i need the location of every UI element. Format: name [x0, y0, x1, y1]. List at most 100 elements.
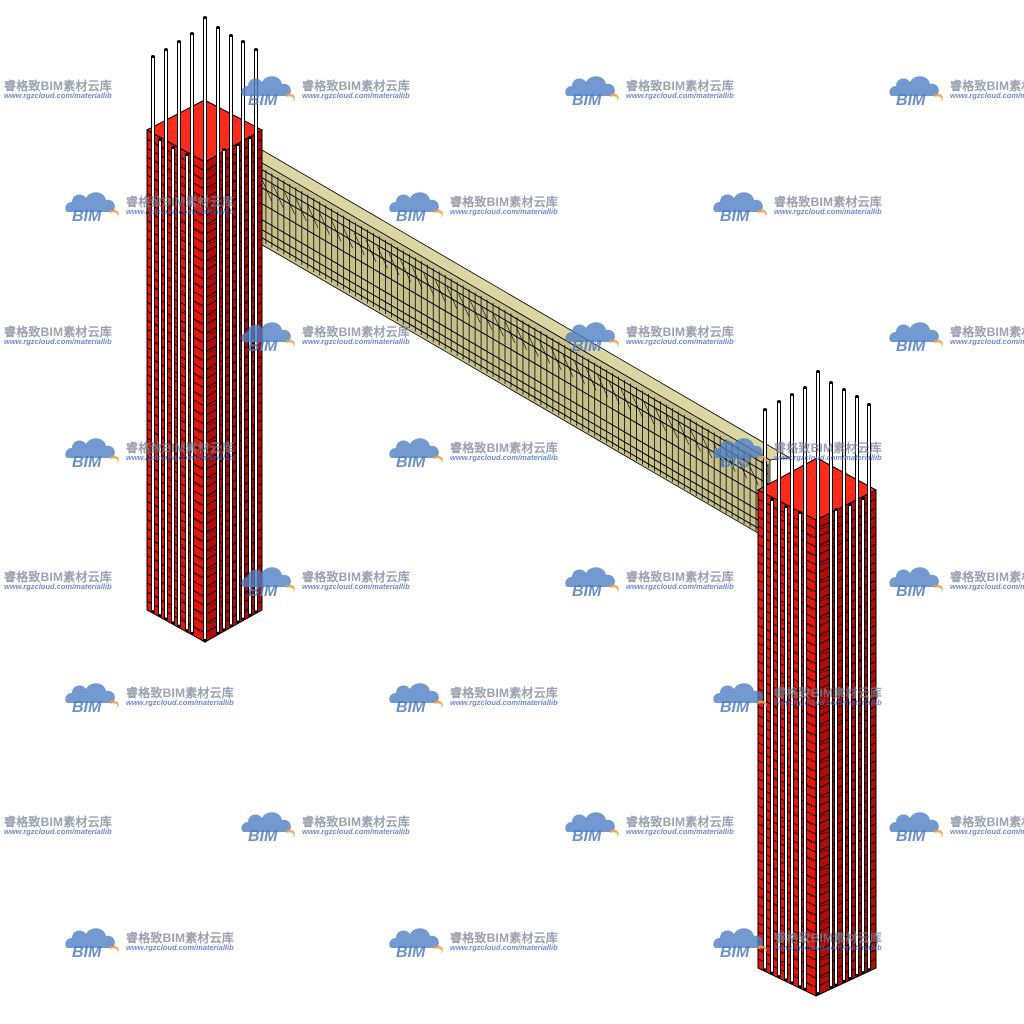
- left-column: [145, 16, 264, 643]
- beam-tie: [516, 327, 527, 350]
- beam-tie: [388, 253, 400, 276]
- left-column-stirrup: [146, 509, 206, 543]
- beam-tie: [330, 219, 342, 242]
- left-column-stirrup: [204, 365, 263, 398]
- left-column-stirrup: [146, 346, 206, 380]
- beam-tie: [411, 266, 423, 289]
- left-column-stirrup: [204, 265, 263, 299]
- left-column-stirrup: [146, 138, 206, 172]
- left-column-stirrups: [146, 138, 263, 634]
- left-column-stirrup: [204, 138, 263, 172]
- left-column-stirrup: [146, 229, 206, 263]
- left-column-stirrup: [146, 519, 206, 552]
- left-column-stirrup: [146, 193, 206, 226]
- left-column-stirrup: [146, 582, 206, 616]
- left-column-stirrup: [146, 473, 206, 507]
- left-column-stirrup: [146, 573, 206, 607]
- left-column-stirrup: [204, 555, 263, 589]
- left-column-stirrup: [146, 537, 206, 570]
- beam-tie: [284, 192, 296, 215]
- left-column-stirrup: [146, 464, 206, 498]
- left-column-stirrup: [146, 419, 206, 453]
- left-column-stirrup: [146, 383, 206, 416]
- left-column-stirrup: [204, 500, 263, 534]
- beam-longitudinal-bar: [241, 207, 769, 517]
- left-column-stirrup: [204, 473, 263, 507]
- beam-longitudinal-bar: [241, 175, 769, 485]
- left-column-stirrup: [204, 165, 263, 199]
- left-column-stirrup: [146, 165, 206, 199]
- left-column-stirrup: [146, 247, 206, 281]
- left-column-stirrup: [204, 455, 263, 489]
- left-column-stirrup: [204, 274, 263, 308]
- left-column-stirrup: [146, 555, 206, 589]
- beam-tie: [655, 408, 666, 432]
- left-column-stirrup: [204, 437, 263, 471]
- beam-tie: [504, 320, 516, 344]
- beam-tie: [272, 185, 284, 208]
- beam-tie: [562, 354, 574, 377]
- left-column-stirrup: [204, 528, 263, 561]
- left-column-stirrup: [146, 211, 206, 244]
- left-column-stirrup: [204, 591, 263, 625]
- left-column-stirrup: [146, 319, 206, 353]
- left-column-stirrup: [146, 455, 206, 489]
- beam-tie: [481, 307, 493, 330]
- beam-tie: [678, 422, 690, 445]
- left-column-stirrup: [146, 156, 206, 190]
- left-column-stirrup: [146, 174, 206, 208]
- beam-longitudinal-bar: [241, 217, 769, 527]
- beam-tie: [539, 341, 551, 364]
- left-column-stirrup: [146, 301, 206, 335]
- left-column-stirrup: [146, 564, 206, 598]
- left-column-stirrup: [204, 283, 263, 317]
- left-column-stirrup: [146, 356, 206, 389]
- left-column-stirrup: [204, 537, 263, 570]
- left-column-stirrup: [146, 265, 206, 299]
- left-column-vertical-bars: [151, 16, 258, 642]
- left-column-stirrup: [146, 546, 206, 579]
- left-column-stirrup: [146, 283, 206, 317]
- left-column-stirrup: [146, 600, 206, 634]
- beam-tie: [342, 226, 354, 249]
- left-column-stirrup: [204, 582, 263, 616]
- left-column-stirrup: [204, 147, 263, 181]
- beam-tie: [296, 198, 307, 222]
- connecting-beam: [238, 149, 792, 541]
- left-column-stirrup: [146, 274, 206, 308]
- beam-longitudinal-bar: [241, 157, 769, 467]
- beam-tie: [690, 429, 701, 452]
- left-column-stirrup: [146, 500, 206, 534]
- beam-tie: [551, 347, 562, 371]
- left-column-stirrup: [146, 183, 206, 217]
- beam-tie: [365, 239, 377, 262]
- left-column-stirrup: [204, 256, 263, 290]
- left-column-stirrup: [204, 519, 263, 552]
- left-column-stirrup: [146, 147, 206, 181]
- beam-tie: [446, 287, 458, 310]
- beam-longitudinal-bar: [241, 225, 769, 535]
- beam-tie: [377, 246, 388, 269]
- left-column-stirrup: [146, 238, 206, 272]
- left-column-stirrup: [204, 156, 263, 190]
- left-column-stirrup: [146, 220, 206, 253]
- left-column-stirrup: [204, 374, 263, 407]
- left-column-stirrup: [146, 446, 206, 480]
- left-column-stirrup: [204, 383, 263, 416]
- left-column-stirrup: [146, 437, 206, 471]
- beam-tie: [643, 402, 655, 425]
- beam-tie: [400, 259, 411, 283]
- left-column-stirrup: [204, 220, 263, 253]
- left-column-stirrup: [204, 337, 263, 371]
- beam-longitudinal-bar: [241, 165, 769, 475]
- left-column-stirrup: [146, 491, 206, 525]
- left-column-stirrup: [146, 328, 206, 362]
- left-column-stirrup: [146, 428, 206, 462]
- beam-tie: [585, 368, 597, 391]
- beam-longitudinal-bar: [241, 191, 769, 501]
- beam-tie: [423, 273, 435, 296]
- beam-tie: [701, 436, 713, 459]
- left-column-stirrup: [204, 491, 263, 525]
- left-column-stirrup: [146, 337, 206, 371]
- beam-tie: [666, 415, 678, 438]
